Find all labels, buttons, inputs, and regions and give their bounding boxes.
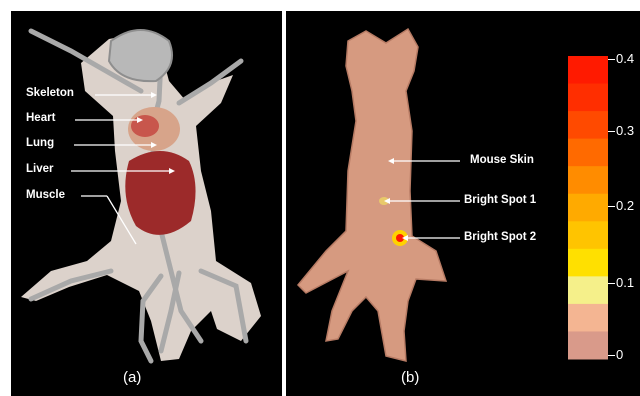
colorbar-tick-mark — [608, 355, 615, 356]
panel-b-skin-rendering: Mouse Skin Bright Spot 1 Bright Spot 2 0… — [286, 11, 640, 396]
colorbar-tick-mark — [608, 283, 615, 284]
colorbar-tick-label: 0.4 — [616, 51, 634, 66]
bright-spot-1-label: Bright Spot 1 — [464, 194, 536, 206]
colorbar-segment — [568, 249, 608, 277]
mouse-anatomy-illustration — [11, 11, 282, 396]
panel-a-caption: (a) — [123, 369, 141, 386]
colorbar-tick-mark — [608, 59, 615, 60]
colorbar-tick-mark — [608, 206, 615, 207]
colorbar-segment — [568, 276, 608, 304]
colorbar-segment — [568, 56, 608, 84]
skin-shape — [298, 29, 446, 361]
colorbar-segment — [568, 139, 608, 167]
lung-label: Lung — [26, 137, 54, 149]
skeleton-label: Skeleton — [26, 87, 74, 99]
mouse-skin-label: Mouse Skin — [470, 154, 534, 166]
heart-shape — [131, 115, 159, 137]
panel-b-caption: (b) — [401, 369, 419, 386]
colorbar-tick-label: 0.2 — [616, 198, 634, 213]
colorbar-segment — [568, 221, 608, 249]
colorbar-segment — [568, 111, 608, 139]
panel-a-organ-rendering: Skeleton Heart Lung Liver Muscle (a) — [11, 11, 282, 396]
colorbar-segment — [568, 84, 608, 112]
colorbar-tick-label: 0.3 — [616, 123, 634, 138]
bright-spot-2-label: Bright Spot 2 — [464, 231, 536, 243]
heart-label: Heart — [26, 112, 55, 124]
colorbar-tick-mark — [608, 131, 615, 132]
muscle-label: Muscle — [26, 189, 65, 201]
colorbar-tick-label: 0.1 — [616, 275, 634, 290]
mouse-skin-illustration — [286, 11, 640, 396]
colorbar-segment — [568, 304, 608, 332]
liver-shape — [125, 151, 195, 235]
colorbar-segment — [568, 194, 608, 222]
colorbar-segment — [568, 331, 608, 359]
liver-label: Liver — [26, 163, 54, 175]
colorbar-segment — [568, 166, 608, 194]
colorbar-tick-label: 0 — [616, 347, 623, 362]
colorbar — [568, 56, 608, 360]
